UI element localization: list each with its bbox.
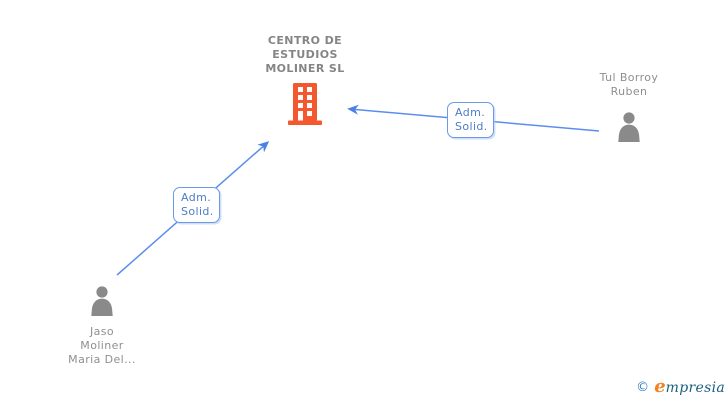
- node-person-tul-borroy-ruben[interactable]: Tul Borroy Ruben: [569, 71, 689, 146]
- node-person-jaso-moliner-maria-del[interactable]: Jaso Moliner Maria Del...: [42, 286, 162, 367]
- company-name: CENTRO DE ESTUDIOS MOLINER SL: [265, 34, 345, 75]
- node-company-centro-de-estudios-moliner[interactable]: CENTRO DE ESTUDIOS MOLINER SL: [225, 34, 385, 129]
- edge-label-adm-solid-left: Adm. Solid.: [173, 187, 220, 223]
- person-icon: [615, 112, 643, 146]
- person-name: Jaso Moliner Maria Del...: [68, 325, 136, 366]
- edge-label-adm-solid-right: Adm. Solid.: [447, 102, 494, 138]
- building-icon: [288, 83, 322, 129]
- copyright-icon: ©: [636, 380, 650, 395]
- empresia-logo[interactable]: © empresia: [636, 376, 725, 397]
- person-name: Tul Borroy Ruben: [599, 71, 659, 98]
- brand-rest: mpresia: [665, 380, 725, 396]
- brand-initial: e: [654, 376, 666, 397]
- person-icon: [88, 286, 116, 320]
